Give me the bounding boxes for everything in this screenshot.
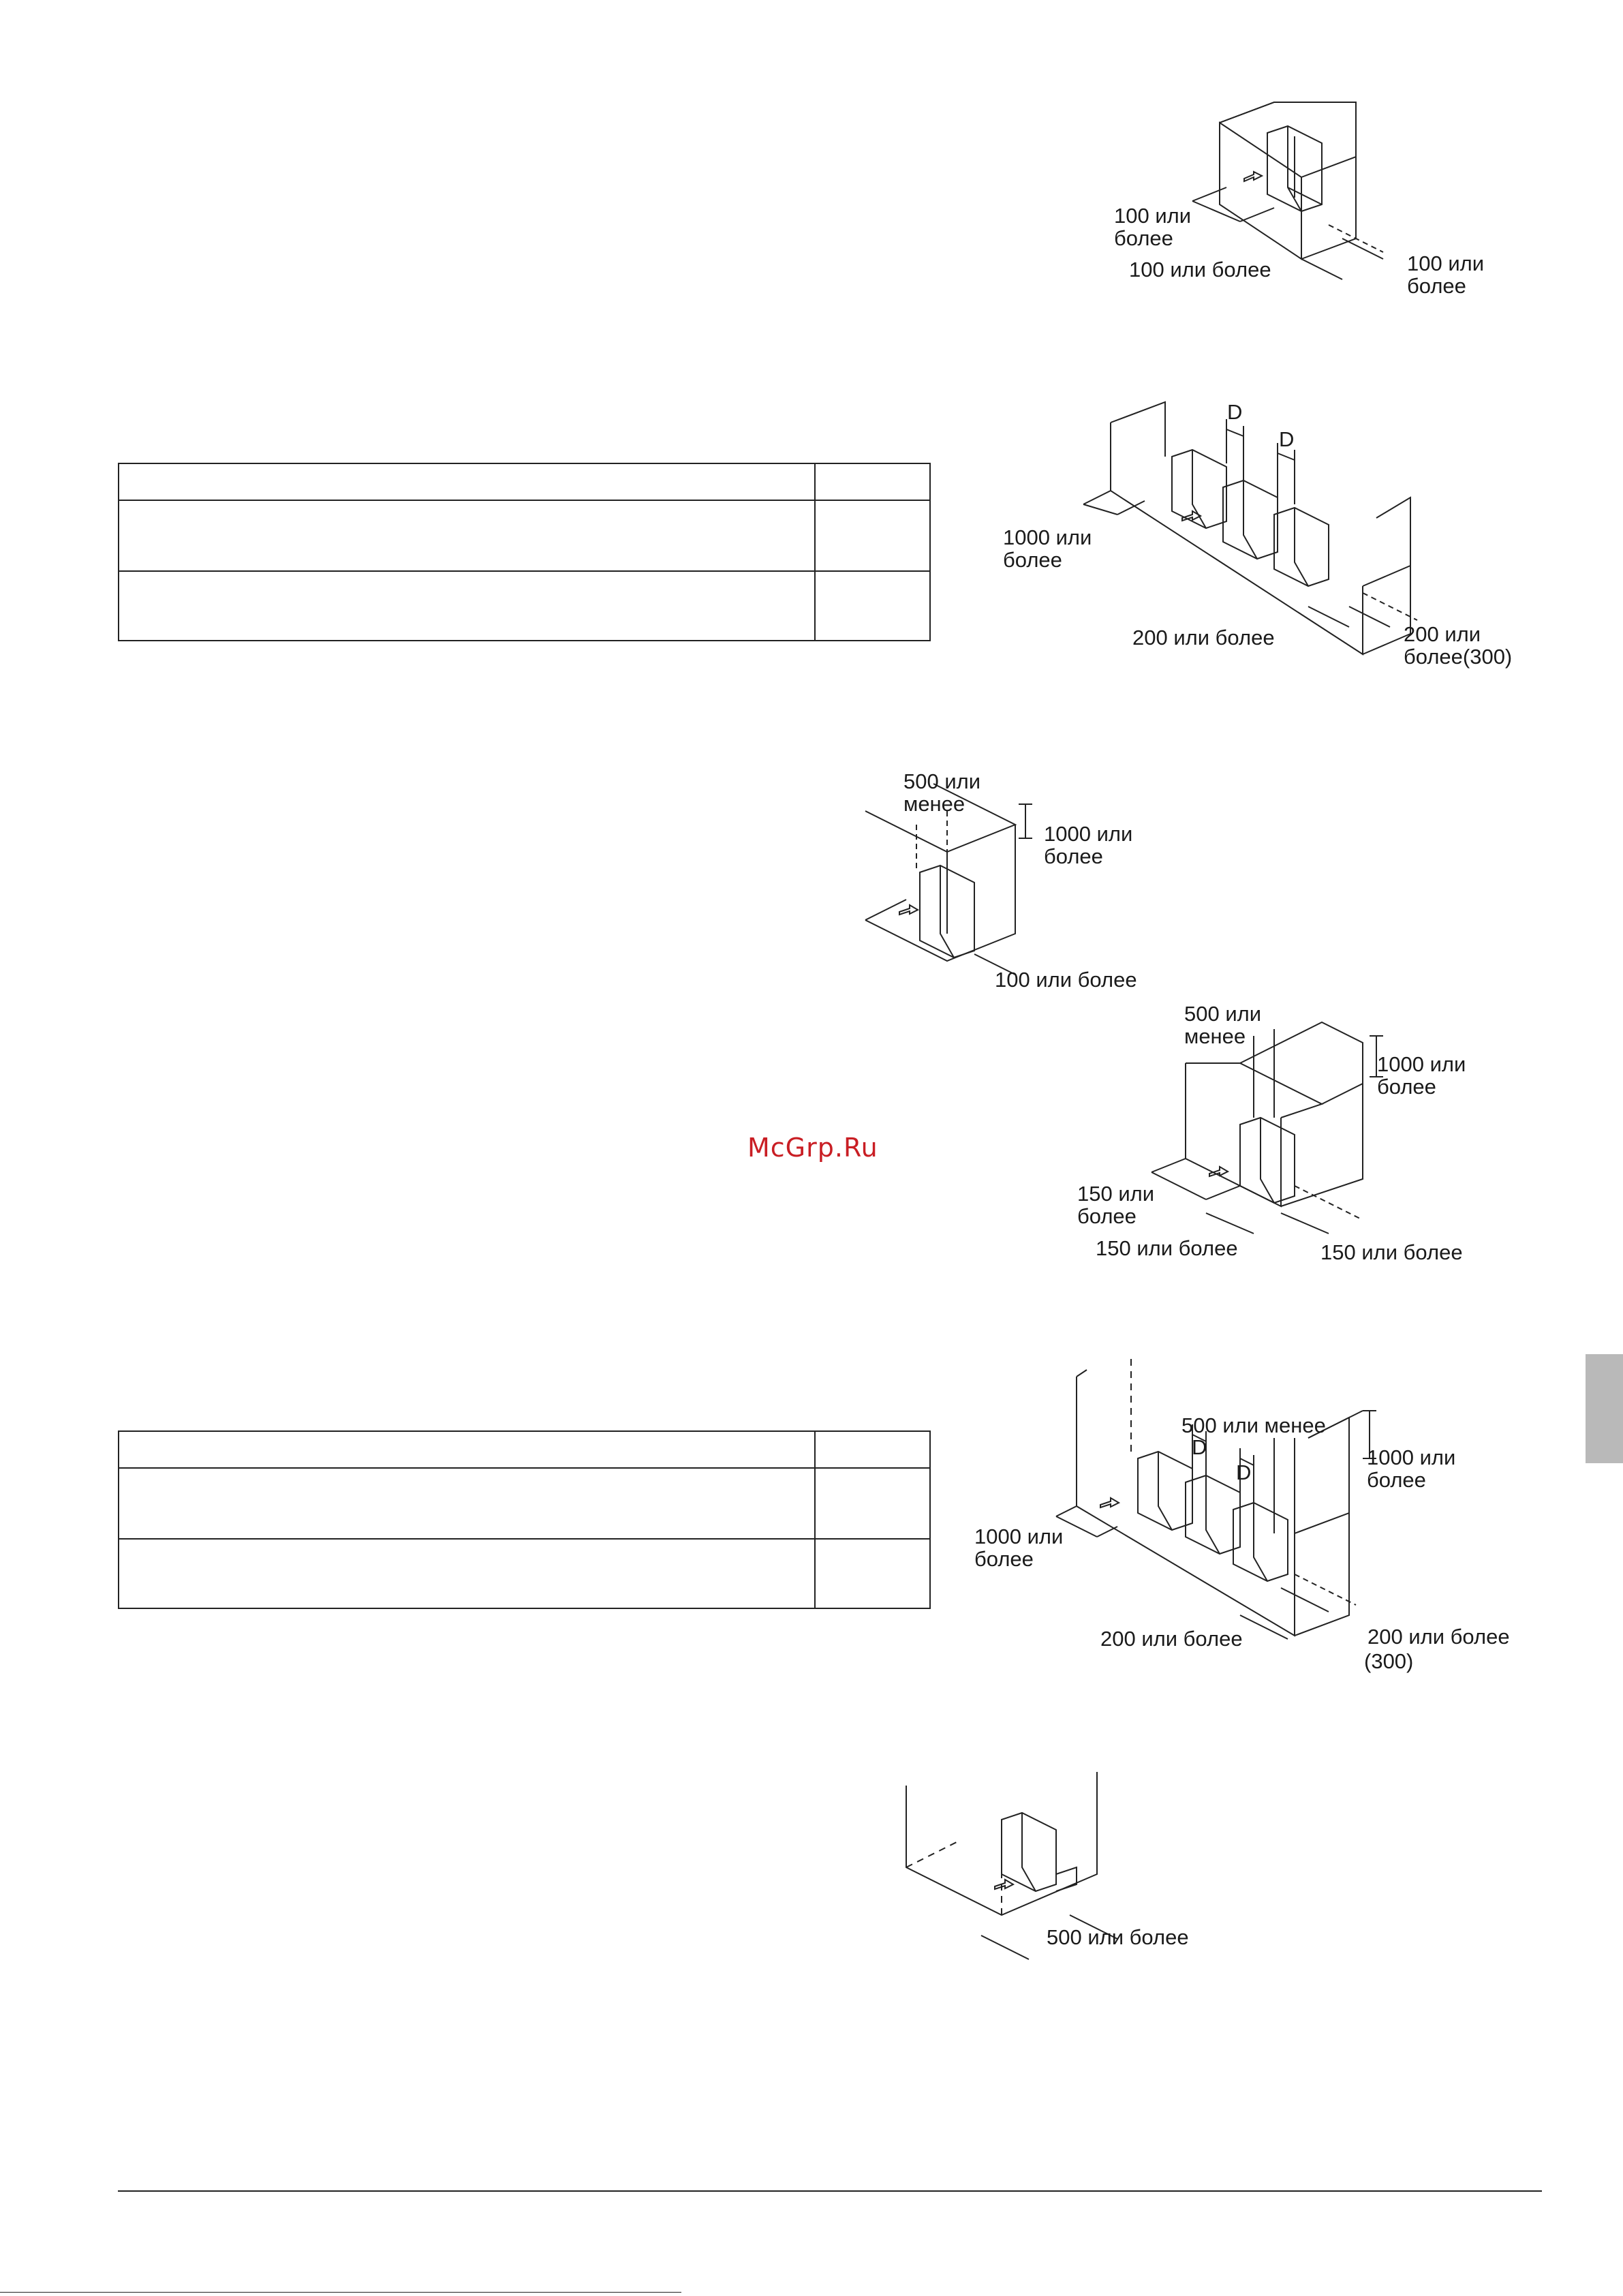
fig3-bottom-label: 100 или более — [995, 968, 1137, 992]
fig3-top-label: 500 или менее — [903, 769, 981, 816]
fig5-bottom-label: 200 или более — [1100, 1627, 1243, 1651]
fig4-left-label: 150 или более — [1077, 1182, 1155, 1228]
fig2-left-label: 1000 или более — [1003, 525, 1092, 572]
clearance-diagram-three-units-walls — [1090, 388, 1431, 654]
clearance-diagram-single-unit-walls — [1186, 95, 1410, 286]
table1-row-2 — [119, 570, 929, 643]
watermark: McGrp.Ru — [747, 1133, 878, 1163]
fig4-top-label: 500 или менее — [1184, 1002, 1262, 1048]
fig4-bottom-right-label: 150 или более — [1320, 1240, 1463, 1264]
fig5-d2-label: D — [1236, 1460, 1252, 1484]
fig5-bottom-right-sub-label: (300) — [1364, 1649, 1414, 1673]
fig5-bottom-right-label: 200 или более — [1367, 1625, 1510, 1649]
table1-column-divider — [814, 464, 816, 640]
fig2-bottom-label: 200 или более — [1132, 626, 1275, 649]
fig4-right-label: 1000 или более — [1377, 1052, 1466, 1099]
table1-row-1 — [119, 500, 929, 572]
fig5-right-label: 1000 или более — [1367, 1445, 1456, 1492]
fig1-bottom-label: 100 или более — [1129, 258, 1271, 281]
fig2-d1-label: D — [1227, 400, 1243, 424]
clearance-diagram-single-unit-overhang-walls — [1077, 1022, 1404, 1268]
fig1-right-label: 100 или более — [1407, 251, 1485, 298]
clearance-diagram-single-unit-overhang — [859, 797, 1063, 995]
fig5-d1-label: D — [1192, 1435, 1207, 1459]
footer-rule — [118, 2190, 1542, 2192]
table2-row-2 — [119, 1538, 929, 1610]
fig3-right-label: 1000 или более — [1044, 822, 1133, 868]
fig6-bottom-label: 500 или более — [1047, 1925, 1189, 1949]
fig5-left-label: 1000 или более — [974, 1525, 1064, 1571]
fig1-left-label: 100 или более — [1114, 204, 1192, 250]
clearance-diagram-three-units-overhang — [1063, 1363, 1417, 1649]
table1-header-row — [119, 464, 929, 500]
spacing-table-1 — [118, 463, 931, 641]
fig5-top-label: 500 или менее — [1181, 1413, 1326, 1437]
clearance-diagram-single-unit-front-only — [899, 1772, 1117, 1963]
spacing-table-2 — [118, 1430, 931, 1609]
fig4-bottom-left-label: 150 или более — [1096, 1236, 1238, 1260]
table2-column-divider — [814, 1432, 816, 1608]
table2-header-row — [119, 1432, 929, 1467]
chapter-tab-marker — [1586, 1354, 1623, 1463]
fig2-right-label: 200 или более(300) — [1404, 622, 1513, 669]
fig2-d2-label: D — [1279, 427, 1295, 451]
table2-row-1 — [119, 1467, 929, 1540]
footer-bottom-rule — [0, 2292, 681, 2293]
